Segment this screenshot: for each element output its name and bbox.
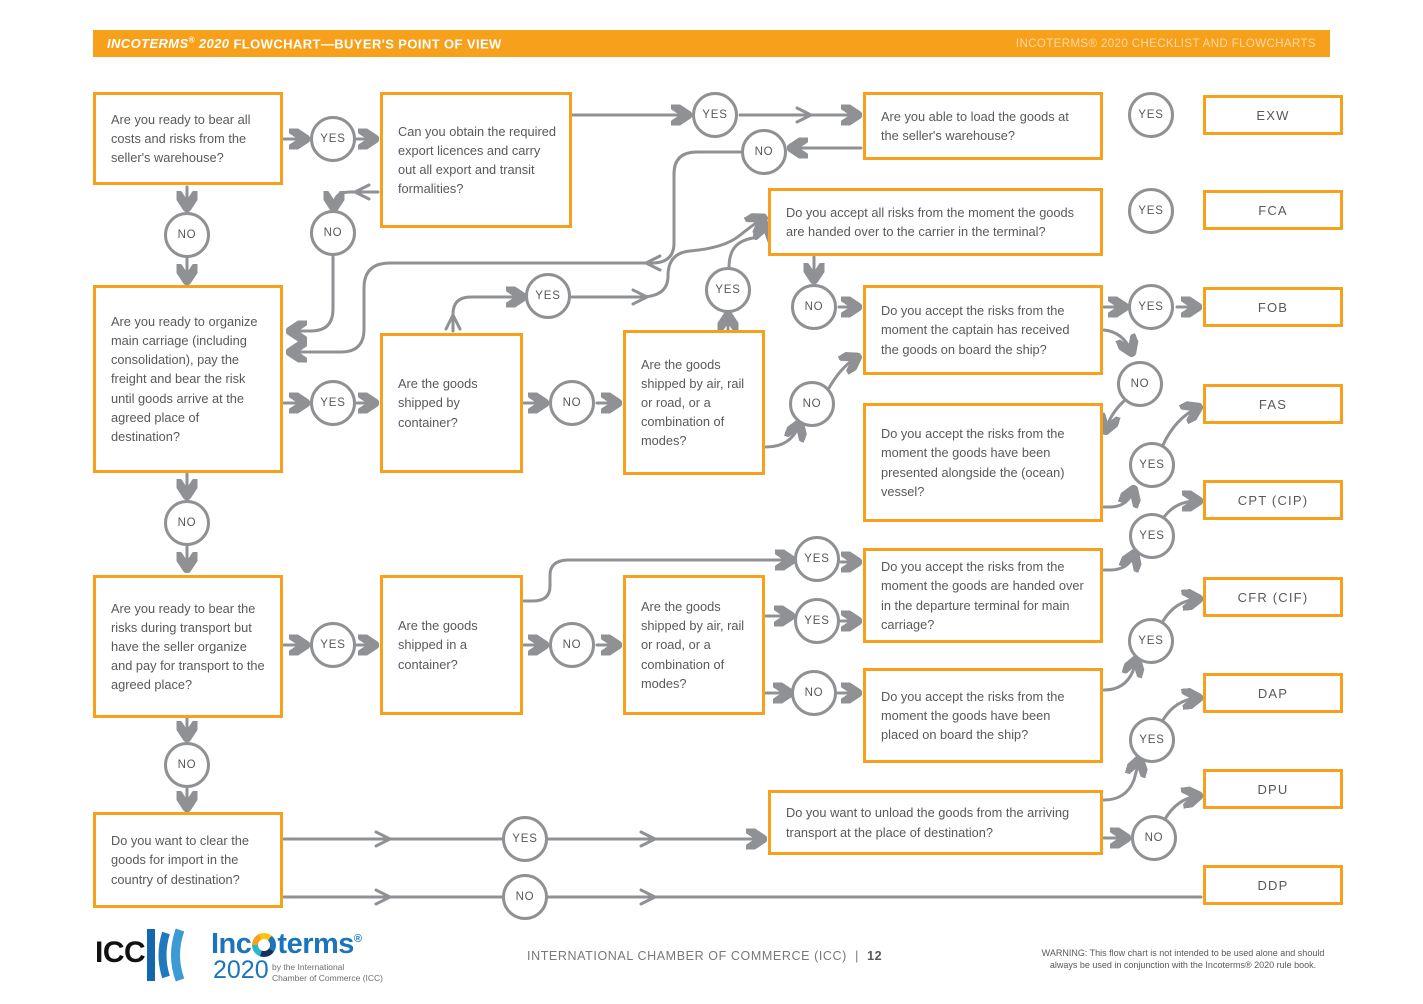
decision-circle: YES xyxy=(1128,188,1174,234)
question-clear-import: Do you want to clear the goods for impor… xyxy=(93,812,283,908)
decision-circle: YES xyxy=(705,267,751,313)
page-title-brand: INCOTERMS® 2020 xyxy=(107,35,230,52)
icc-logo: ICC xyxy=(95,936,146,969)
decision-circle: YES xyxy=(1129,513,1175,559)
page-header-bar: INCOTERMS® 2020 FLOWCHART—BUYER'S POINT … xyxy=(93,30,1330,57)
page-header-right-text: INCOTERMS® 2020 CHECKLIST AND FLOWCHARTS xyxy=(1015,37,1316,50)
decision-circle: YES xyxy=(692,92,738,138)
page-title: INCOTERMS® 2020 FLOWCHART—BUYER'S POINT … xyxy=(107,36,502,51)
decision-circle: YES xyxy=(1129,717,1175,763)
incoterms-logo-year: 2020 xyxy=(213,956,269,984)
result-cfr-cif: CFR (CIF) xyxy=(1203,577,1343,617)
decision-circle: NO xyxy=(164,212,210,258)
decision-circle: YES xyxy=(310,116,356,162)
question-load-at-warehouse: Are you able to load the goods at the se… xyxy=(863,92,1103,160)
question-air-rail-road-2: Are the goods shipped by air, rail or ro… xyxy=(623,575,765,715)
result-fob: FOB xyxy=(1203,287,1343,327)
incoterms-logo: Inc terms ® xyxy=(211,928,362,960)
decision-circle: YES xyxy=(794,536,840,582)
page-number: 12 xyxy=(867,949,883,963)
result-cpt-cip: CPT (CIP) xyxy=(1203,480,1343,520)
question-shipped-by-container: Are the goods shipped by container? xyxy=(380,333,523,473)
decision-circle: NO xyxy=(741,129,787,175)
result-fas: FAS xyxy=(1203,384,1343,424)
result-dap: DAP xyxy=(1203,673,1343,713)
question-captain-received: Do you accept the risks from the moment … xyxy=(863,285,1103,375)
decision-circle: YES xyxy=(310,380,356,426)
decision-circle: YES xyxy=(1128,284,1174,330)
decision-circle: YES xyxy=(502,816,548,862)
decision-circle: YES xyxy=(525,273,571,319)
decision-circle: NO xyxy=(549,622,595,668)
question-alongside-vessel: Do you accept the risks from the moment … xyxy=(863,403,1103,522)
result-exw: EXW xyxy=(1203,95,1343,135)
decision-circle: YES xyxy=(1129,442,1175,488)
decision-circle: NO xyxy=(791,670,837,716)
result-ddp: DDP xyxy=(1203,865,1343,905)
decision-circle: NO xyxy=(791,284,837,330)
decision-circle: YES xyxy=(1128,618,1174,664)
question-risks-carrier-terminal: Do you accept all risks from the moment … xyxy=(768,188,1103,256)
question-placed-on-board: Do you accept the risks from the moment … xyxy=(863,668,1103,763)
decision-circle: NO xyxy=(1131,815,1177,861)
result-fca: FCA xyxy=(1203,190,1343,230)
page-title-rest: FLOWCHART—BUYER'S POINT OF VIEW xyxy=(233,36,502,52)
decision-circle: NO xyxy=(310,210,356,256)
result-dpu: DPU xyxy=(1203,769,1343,809)
question-bear-risks-transport: Are you ready to bear the risks during t… xyxy=(93,575,283,718)
decision-circle: NO xyxy=(164,742,210,788)
question-air-rail-road-1: Are the goods shipped by air, rail or ro… xyxy=(623,330,765,475)
decision-circle: NO xyxy=(1117,361,1163,407)
incoterms-logo-tagline: by the International Chamber of Commerce… xyxy=(272,962,383,983)
decision-circle: YES xyxy=(310,622,356,668)
warning-note: WARNING: This flow chart is not intended… xyxy=(1041,948,1325,971)
decision-circle: NO xyxy=(549,380,595,426)
question-unload-goods: Do you want to unload the goods from the… xyxy=(768,790,1103,855)
incoterms-logo-donut-icon xyxy=(252,932,277,957)
question-shipped-in-container: Are the goods shipped in a container? xyxy=(380,575,523,715)
decision-circle: YES xyxy=(794,598,840,644)
decision-circle: NO xyxy=(789,381,835,427)
decision-circle: NO xyxy=(164,500,210,546)
question-departure-terminal: Do you accept the risks from the moment … xyxy=(863,548,1103,643)
question-organize-main-carriage: Are you ready to organize main carriage … xyxy=(93,285,283,473)
decision-circle: YES xyxy=(1128,92,1174,138)
icc-logo-mark-icon xyxy=(147,928,185,982)
question-export-licences: Can you obtain the required export licen… xyxy=(380,92,572,228)
footer-center-text: INTERNATIONAL CHAMBER OF COMMERCE (ICC) … xyxy=(527,949,883,963)
decision-circle: NO xyxy=(502,874,548,920)
question-bear-all-costs: Are you ready to bear all costs and risk… xyxy=(93,92,283,185)
